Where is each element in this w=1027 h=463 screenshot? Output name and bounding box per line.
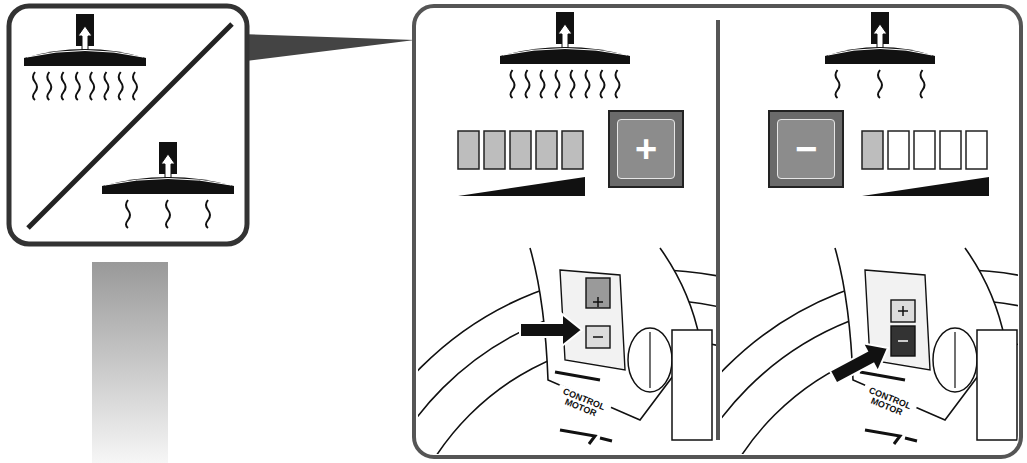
press-arrow [826, 334, 896, 391]
machine-view-plus [418, 248, 716, 454]
zoom-wedge [238, 34, 415, 62]
suction-heads [24, 12, 935, 228]
gradient-bar [92, 262, 168, 463]
panel-divider [716, 20, 720, 440]
inset-frame [9, 6, 247, 244]
press-arrow [520, 314, 582, 346]
control-button: + [608, 110, 684, 188]
control-button: − [768, 110, 844, 188]
suction-head-icon [24, 14, 146, 100]
button-symbol: − [777, 119, 835, 179]
suction-head-icon [500, 12, 630, 98]
level-bars [458, 131, 989, 196]
suction-head-icon [102, 142, 234, 228]
suction-head-icon [825, 12, 935, 98]
button-symbol: + [617, 119, 675, 179]
machine-view-minus [722, 248, 1018, 454]
